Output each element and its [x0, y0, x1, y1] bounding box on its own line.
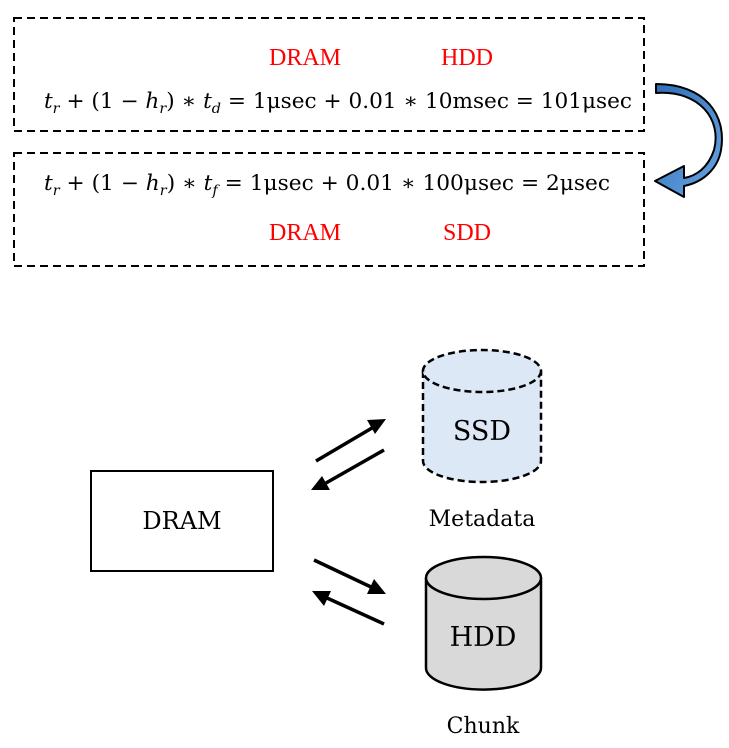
arrow-from-ssd-icon [311, 448, 385, 490]
formula-bottom: tr + (1 − hr) ∗ tf = 1μsec + 0.01 ∗ 100μ… [44, 171, 610, 199]
formula-box-bottom [13, 152, 645, 267]
arrow-from-hdd-icon [312, 591, 385, 626]
dram-box [90, 470, 274, 572]
curved-arrow-icon [654, 83, 723, 198]
arrow-to-hdd-icon [313, 558, 386, 594]
ssd-label: SSD [453, 416, 511, 447]
formula-box-top [13, 17, 645, 132]
ssd-caption: Metadata [429, 507, 536, 532]
top-label-dram: DRAM [269, 45, 341, 71]
top-label-hdd: HDD [441, 45, 493, 71]
hdd-label: HDD [450, 622, 517, 653]
arrow-to-ssd-icon [315, 419, 386, 463]
dram-label: DRAM [142, 507, 221, 535]
bottom-label-sdd: SDD [443, 220, 491, 246]
bottom-label-dram: DRAM [269, 220, 341, 246]
ssd-cylinder-icon [421, 348, 543, 484]
formula-top: tr + (1 − hr) ∗ td = 1μsec + 0.01 ∗ 10ms… [44, 89, 632, 117]
hdd-cylinder-icon [424, 555, 543, 691]
hdd-caption: Chunk [447, 714, 520, 739]
